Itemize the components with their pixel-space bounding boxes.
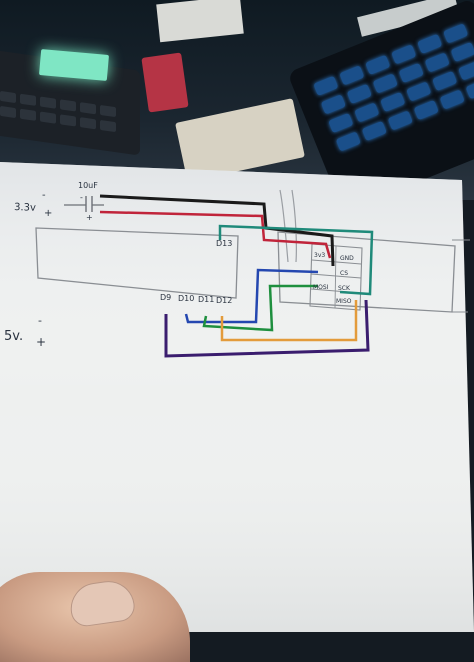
label-d13: D13 bbox=[216, 239, 232, 248]
label-sd-3v3: 3v3 bbox=[314, 252, 325, 259]
red-wire bbox=[99, 210, 332, 259]
label-cap-minus: - bbox=[80, 193, 83, 202]
label-d12: D12 bbox=[216, 296, 232, 305]
label-sd-sck: SCK bbox=[338, 285, 351, 292]
label-3v3: 3.3v bbox=[14, 202, 36, 214]
arduino-outline bbox=[35, 227, 239, 299]
pencil-mark bbox=[452, 239, 470, 313]
label-sd-cs: CS bbox=[340, 270, 348, 277]
label-sd-mosi: MOSI bbox=[313, 284, 329, 291]
green-wire bbox=[202, 284, 318, 332]
label-5v: 5v. bbox=[4, 329, 23, 344]
label-5v-plus: + bbox=[36, 335, 46, 349]
label-d11: D11 bbox=[198, 295, 214, 304]
label-cap-plus: + bbox=[86, 213, 93, 222]
pin-grid-line bbox=[311, 259, 362, 265]
label-5v-minus: - bbox=[38, 314, 42, 327]
label-3v3-minus: - bbox=[42, 190, 46, 201]
teal-wire bbox=[218, 224, 374, 296]
pin-grid-line bbox=[334, 245, 337, 309]
orange-wire bbox=[220, 300, 358, 342]
blue-wire bbox=[184, 268, 319, 324]
label-sd-gnd: GND bbox=[340, 255, 354, 262]
label-sd-miso: MISO bbox=[336, 298, 352, 305]
wiring-paper: 3.3v - + 10uF - + 5v. - + D13 D9 D10 D11… bbox=[0, 162, 474, 632]
purple-wire bbox=[164, 299, 370, 358]
label-capacitor: 10uF bbox=[78, 181, 98, 190]
label-d10: D10 bbox=[178, 294, 194, 303]
pin-grid-line bbox=[310, 273, 362, 279]
label-d9: D9 bbox=[160, 293, 171, 302]
label-3v3-plus: + bbox=[44, 208, 52, 219]
paper-shading bbox=[0, 162, 474, 632]
